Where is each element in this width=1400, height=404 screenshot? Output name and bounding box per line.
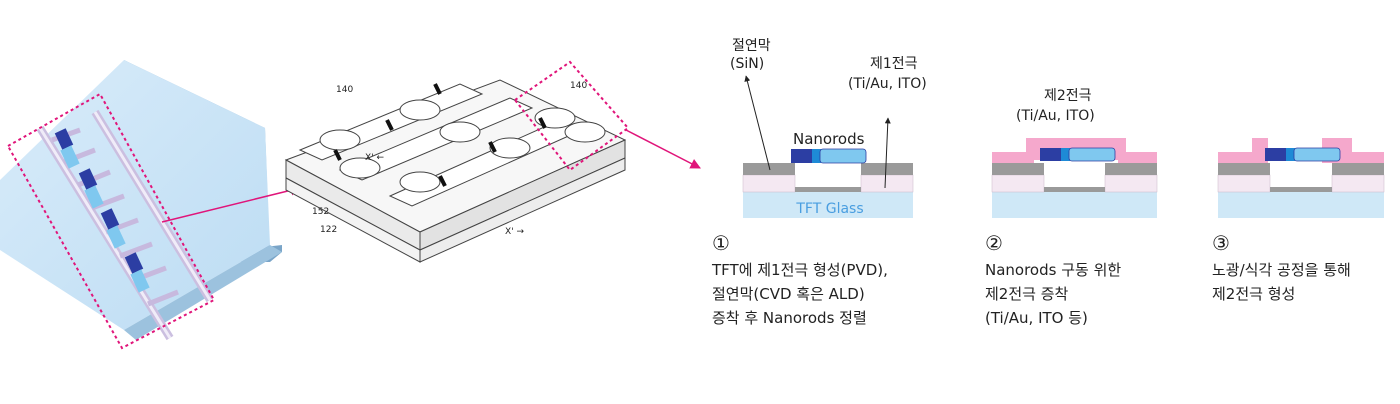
- step2-line1: Nanorods 구동 위한: [985, 261, 1122, 279]
- electrode1-material-label: (Ti/Au, ITO): [848, 76, 927, 92]
- arrow-to-cross-section: [625, 129, 701, 169]
- step2-number: ②: [985, 231, 1003, 255]
- electrode2-label: 제2전극: [1044, 88, 1092, 104]
- patent-line-drawing: [284, 79, 627, 263]
- glass-slab-illustration: [0, 60, 282, 350]
- step3-number: ③: [1212, 231, 1230, 255]
- patent-axis-x1: X' ←: [365, 153, 385, 163]
- step1-number: ①: [712, 231, 730, 255]
- arrow-to-patent-drawing: [161, 185, 302, 223]
- tft-glass-label: TFT Glass: [795, 201, 863, 217]
- electrode2-material-label: (Ti/Au, ITO): [1016, 108, 1095, 124]
- step1-line3: 증착 후 Nanorods 정렬: [712, 309, 867, 327]
- step1-caption: ① TFT에 제1전극 형성(PVD), 절연막(CVD 혹은 ALD) 증착 …: [712, 230, 888, 330]
- cross-section-step2: 제2전극 (Ti/Au, ITO): [991, 88, 1158, 218]
- selection-box-left: [6, 92, 216, 350]
- selection-box-patent: [513, 60, 630, 172]
- step1-line1: TFT에 제1전극 형성(PVD),: [712, 261, 888, 279]
- nanorod-array: [36, 109, 214, 341]
- step3-line1: 노광/식각 공정을 통해: [1212, 261, 1351, 279]
- cross-section-step3: [1217, 138, 1385, 218]
- insulator-material-label: (SiN): [730, 56, 764, 72]
- step3-line2: 제2전극 형성: [1212, 285, 1296, 303]
- insulator-label: 절연막: [732, 38, 771, 54]
- patent-ref-152: 152: [312, 207, 329, 217]
- patent-ref-140a: 140: [336, 85, 353, 95]
- patent-ref-140b: 140: [570, 81, 587, 91]
- patent-reference-labels: 140 140 152 122 X' ← X' →: [312, 81, 587, 237]
- cross-section-step1: Nanorods TFT Glass 절연막 (SiN) 제1전극 (Ti/Au…: [730, 38, 927, 218]
- patent-axis-x2: X' →: [505, 227, 525, 237]
- step2-caption: ② Nanorods 구동 위한 제2전극 증착 (Ti/Au, ITO 등): [985, 230, 1121, 330]
- step2-line2: 제2전극 증착: [985, 285, 1069, 303]
- electrode1-label: 제1전극: [870, 56, 918, 72]
- step3-caption: ③ 노광/식각 공정을 통해 제2전극 형성: [1212, 230, 1351, 306]
- step2-line3: (Ti/Au, ITO 등): [985, 309, 1088, 327]
- glass-slab-top: [0, 60, 270, 330]
- step1-line2: 절연막(CVD 혹은 ALD): [712, 285, 865, 303]
- patent-ref-122: 122: [320, 225, 337, 235]
- nanorods-label: Nanorods: [793, 130, 865, 148]
